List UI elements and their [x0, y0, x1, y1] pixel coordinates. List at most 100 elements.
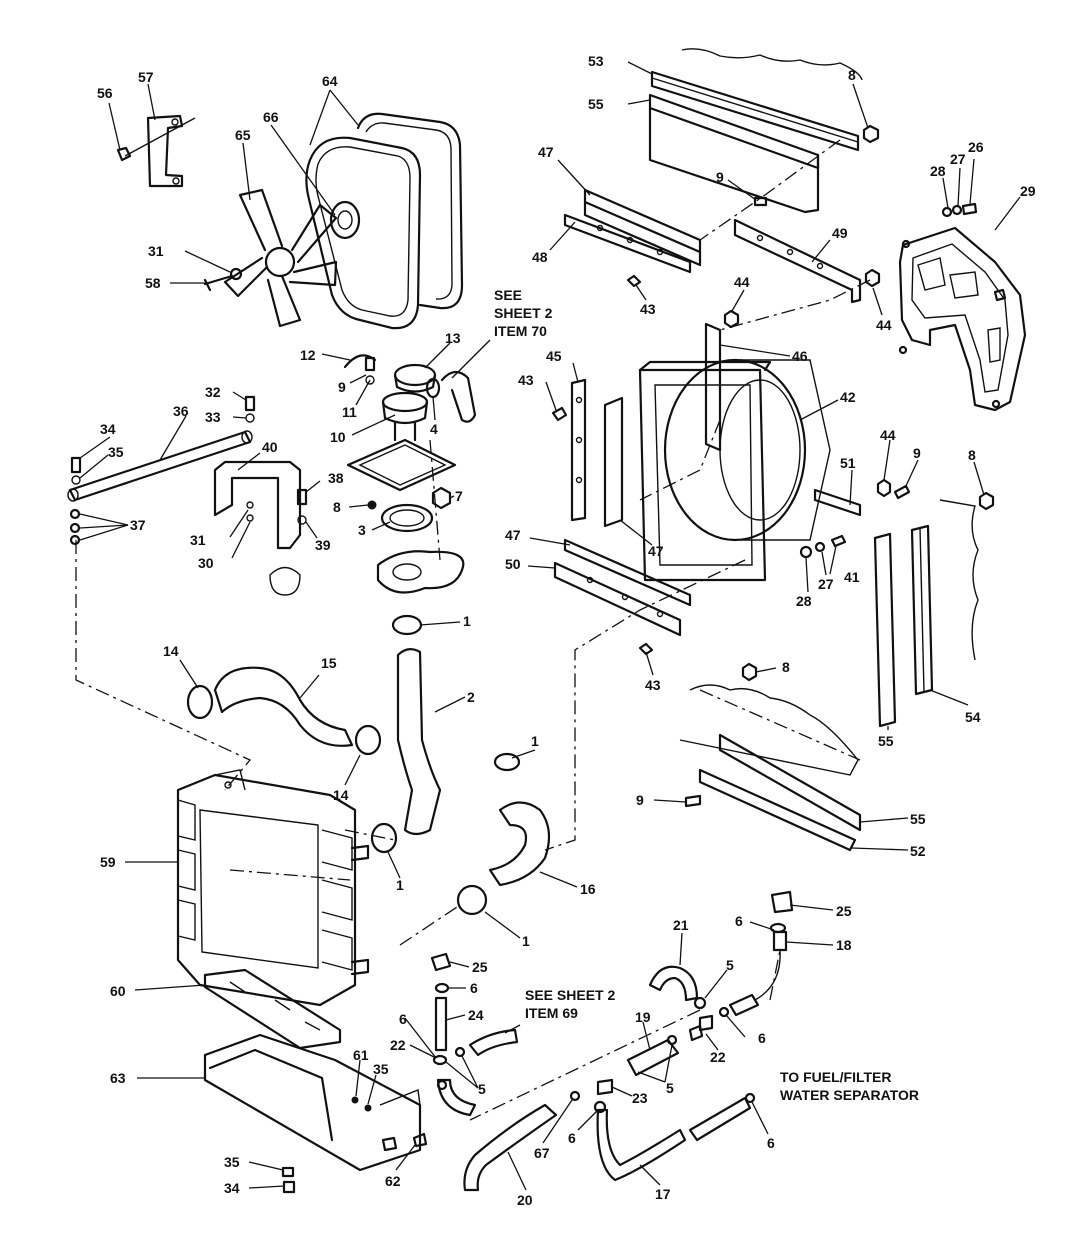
- callout-59: 59: [100, 854, 116, 870]
- callout-22-right: 22: [710, 1049, 726, 1065]
- callout-56: 56: [97, 85, 113, 101]
- note-fuel-filter-line2: WATER SEPARATOR: [780, 1087, 919, 1103]
- callout-34: 34: [100, 421, 116, 437]
- callout-31-b: 31: [190, 532, 206, 548]
- callout-22-left: 22: [390, 1037, 406, 1053]
- callout-9-right: 9: [913, 445, 921, 461]
- callout-14-top: 14: [163, 643, 179, 659]
- shroud-brackets-bottom: [679, 491, 995, 852]
- callout-4: 4: [430, 421, 438, 437]
- note-see-sheet-69-line2: ITEM 69: [525, 1005, 578, 1021]
- callout-35-bottom: 35: [224, 1154, 240, 1170]
- callout-47-strip: 47: [648, 543, 664, 559]
- callout-53: 53: [588, 53, 604, 69]
- callout-55-bottom: 55: [910, 811, 926, 827]
- callout-21: 21: [673, 917, 689, 933]
- callout-60: 60: [110, 983, 126, 999]
- callout-50: 50: [505, 556, 521, 572]
- callout-36: 36: [173, 403, 189, 419]
- callout-58: 58: [145, 275, 161, 291]
- callout-3: 3: [358, 522, 366, 538]
- callout-1-mid: 1: [531, 733, 539, 749]
- fan-shroud: [551, 322, 911, 656]
- callout-43-mid: 43: [518, 372, 534, 388]
- callout-27-b: 27: [818, 576, 834, 592]
- callout-57: 57: [138, 69, 154, 85]
- phantom-lines: [75, 139, 871, 1121]
- callout-10: 10: [330, 429, 346, 445]
- callout-44-a: 44: [734, 274, 750, 290]
- callout-2: 2: [467, 689, 475, 705]
- callout-8: 8: [848, 67, 856, 83]
- callout-44-c: 44: [880, 427, 896, 443]
- callout-6-fuel: 6: [767, 1135, 775, 1151]
- callout-26: 26: [968, 139, 984, 155]
- note-see-sheet-69-line1: SEE SHEET 2: [525, 987, 615, 1003]
- callout-6-right: 6: [735, 913, 743, 929]
- radiator-and-hoses: [176, 648, 551, 1007]
- callout-17: 17: [655, 1186, 671, 1202]
- reference-notes: SEE SHEET 2 ITEM 70 SEE SHEET 2 ITEM 69 …: [494, 287, 919, 1103]
- callout-33: 33: [205, 409, 221, 425]
- callout-5-top: 5: [726, 957, 734, 973]
- callout-1-radiator: 1: [396, 877, 404, 893]
- callout-28-b: 28: [796, 593, 812, 609]
- callout-48: 48: [532, 249, 548, 265]
- callout-28: 28: [930, 163, 946, 179]
- callout-5-right: 5: [666, 1080, 674, 1096]
- fuel-lines: [430, 890, 794, 1192]
- callout-16: 16: [580, 881, 596, 897]
- callout-25-left: 25: [472, 959, 488, 975]
- note-see-sheet-70-line1: SEE: [494, 287, 522, 303]
- callout-11: 11: [342, 404, 357, 420]
- callout-23: 23: [632, 1090, 648, 1106]
- callout-65: 65: [235, 127, 251, 143]
- callout-24: 24: [468, 1007, 484, 1023]
- callout-38: 38: [328, 470, 344, 486]
- callout-8-bottom: 8: [782, 659, 790, 675]
- callout-66: 66: [263, 109, 279, 125]
- callout-67: 67: [534, 1145, 550, 1161]
- callout-42: 42: [840, 389, 856, 405]
- brace-rod-assembly: [67, 395, 308, 596]
- callout-labels: 53 55 8 57 56 64 66 65 31 58 47 9 28 27 …: [97, 53, 1036, 1208]
- callout-47: 47: [538, 144, 554, 160]
- filler-neck-assembly: [343, 354, 477, 636]
- callout-34-bottom: 34: [224, 1180, 240, 1196]
- callout-49: 49: [832, 225, 848, 241]
- callout-1-bottom: 1: [522, 933, 530, 949]
- callout-54: 54: [965, 709, 981, 725]
- callout-18: 18: [836, 937, 852, 953]
- callout-9-bottom: 9: [636, 792, 644, 808]
- callout-5-left: 5: [478, 1081, 486, 1097]
- callout-41: 41: [844, 569, 860, 585]
- callout-39: 39: [315, 537, 331, 553]
- fan-belt-assembly: [116, 112, 464, 330]
- callout-25-right: 25: [836, 903, 852, 919]
- callout-43-bottom: 43: [645, 677, 661, 693]
- callout-7: 7: [455, 488, 463, 504]
- callout-55: 55: [588, 96, 604, 112]
- callout-61: 61: [353, 1047, 369, 1063]
- callout-6-left: 6: [470, 980, 478, 996]
- callout-9-cap: 9: [338, 379, 346, 395]
- callout-62: 62: [385, 1173, 401, 1189]
- callout-6-mid: 6: [399, 1011, 407, 1027]
- callout-51: 51: [840, 455, 856, 471]
- callout-32: 32: [205, 384, 221, 400]
- leader-lines: [79, 61, 1021, 1191]
- callout-15: 15: [321, 655, 337, 671]
- callout-30: 30: [198, 555, 214, 571]
- callout-45: 45: [546, 348, 562, 364]
- callout-13: 13: [445, 330, 461, 346]
- callout-63: 63: [110, 1070, 126, 1086]
- callout-9: 9: [716, 169, 724, 185]
- callout-55-right: 55: [878, 733, 894, 749]
- callout-43-top: 43: [640, 301, 656, 317]
- callout-20: 20: [517, 1192, 533, 1208]
- callout-46: 46: [792, 348, 808, 364]
- callout-47-lower: 47: [505, 527, 521, 543]
- bottom-plates: [203, 968, 428, 1194]
- note-see-sheet-70-line3: ITEM 70: [494, 323, 547, 339]
